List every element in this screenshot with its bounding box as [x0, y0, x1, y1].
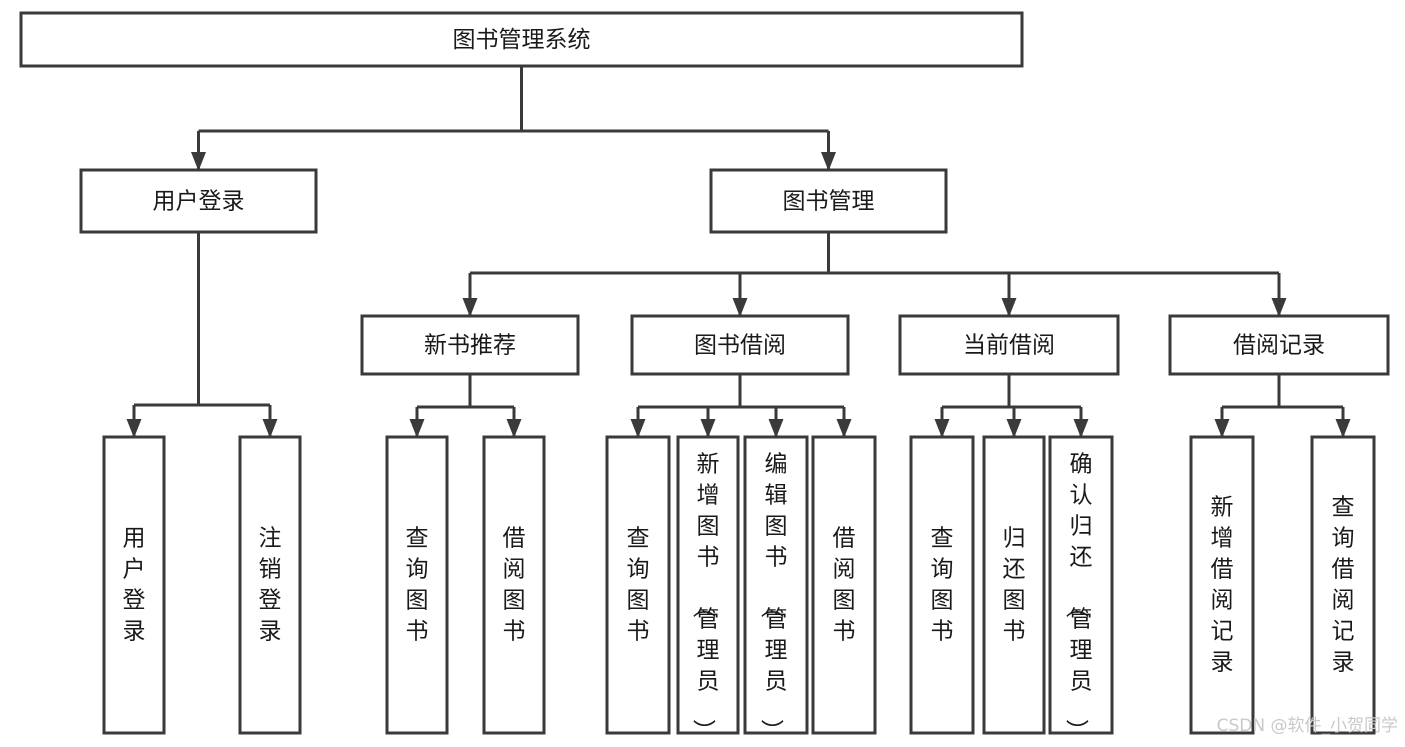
node-label-book-manage: 图书管理: [783, 189, 875, 215]
node-box-leaf-query-book-current[interactable]: [909, 435, 975, 735]
csdn-watermark: CSDN @软件_小贺同学: [1217, 716, 1398, 736]
node-leaf-add-book-admin[interactable]: 新增图书（管理员）: [676, 435, 740, 742]
connector-arrowhead: [1214, 419, 1230, 438]
connector-edge-root-fanout: [191, 66, 836, 171]
connector-edge-new-book-recommend-fanout: [409, 374, 522, 438]
node-label-leaf-add-book-admin: 新增图书（管理员）: [691, 451, 720, 742]
node-box-leaf-edit-book-admin[interactable]: [743, 435, 809, 735]
node-box-leaf-query-book-recommend[interactable]: [385, 435, 449, 735]
node-label-leaf-add-borrow-record: 新增借阅记录: [1211, 494, 1234, 675]
connector-edge-current-borrow-fanout: [934, 374, 1089, 438]
node-box-leaf-user-login[interactable]: [102, 435, 166, 735]
node-label-leaf-user-login: 用户登录: [123, 525, 146, 644]
connector-edge-book-borrow-fanout: [630, 374, 852, 438]
node-box-leaf-confirm-return-admin[interactable]: [1048, 435, 1114, 735]
node-label-new-book-recommend: 新书推荐: [424, 333, 516, 359]
node-label-leaf-query-book-recommend: 查询图书: [406, 525, 429, 644]
connector-arrowhead: [1006, 419, 1022, 438]
node-leaf-borrow-book-recommend[interactable]: 借阅图书: [482, 435, 546, 735]
node-leaf-borrow-book-borrow[interactable]: 借阅图书: [811, 435, 877, 735]
node-label-book-borrow: 图书借阅: [694, 333, 786, 359]
connector-arrowhead: [1335, 419, 1351, 438]
connector-arrowhead: [630, 419, 646, 438]
connector-arrowhead: [1271, 298, 1287, 317]
node-new-book-recommend[interactable]: 新书推荐: [360, 314, 580, 376]
node-book-manage[interactable]: 图书管理: [709, 168, 948, 234]
node-box-book-borrow[interactable]: [630, 314, 850, 376]
connector-edge-book-manage-fanout: [462, 232, 1287, 317]
node-leaf-user-login[interactable]: 用户登录: [102, 435, 166, 735]
node-box-current-borrow[interactable]: [898, 314, 1120, 376]
node-label-leaf-query-book-current: 查询图书: [931, 525, 954, 644]
node-box-leaf-borrow-book-recommend[interactable]: [482, 435, 546, 735]
connector-layer: [126, 66, 1351, 438]
node-borrow-record[interactable]: 借阅记录: [1168, 314, 1390, 376]
node-leaf-add-borrow-record[interactable]: 新增借阅记录: [1189, 435, 1255, 735]
node-current-borrow[interactable]: 当前借阅: [898, 314, 1120, 376]
node-box-leaf-query-book-borrow[interactable]: [605, 435, 671, 735]
node-user-login[interactable]: 用户登录: [79, 168, 318, 234]
connector-arrowhead: [409, 419, 425, 438]
connector-arrowhead: [126, 419, 142, 438]
node-label-leaf-return-book: 归还图书: [1003, 525, 1026, 644]
node-box-leaf-add-book-admin[interactable]: [676, 435, 740, 735]
node-label-current-borrow: 当前借阅: [963, 333, 1055, 359]
node-root[interactable]: 图书管理系统: [19, 11, 1024, 68]
node-book-borrow[interactable]: 图书借阅: [630, 314, 850, 376]
node-leaf-return-book[interactable]: 归还图书: [982, 435, 1046, 735]
node-label-leaf-borrow-book-recommend: 借阅图书: [503, 525, 526, 644]
node-box-leaf-query-borrow-record[interactable]: [1310, 435, 1376, 735]
node-label-leaf-borrow-book-borrow: 借阅图书: [833, 525, 856, 644]
node-leaf-query-book-current[interactable]: 查询图书: [909, 435, 975, 735]
node-layer: 图书管理系统用户登录图书管理新书推荐图书借阅当前借阅借阅记录用户登录注销登录查询…: [19, 11, 1390, 742]
connector-arrowhead: [768, 419, 784, 438]
node-box-new-book-recommend[interactable]: [360, 314, 580, 376]
node-leaf-query-book-recommend[interactable]: 查询图书: [385, 435, 449, 735]
connector-arrowhead: [191, 152, 206, 171]
connector-arrowhead: [821, 152, 836, 171]
node-label-leaf-query-borrow-record: 查询借阅记录: [1332, 494, 1355, 675]
node-label-leaf-confirm-return-admin: 确认归还（管理员）: [1064, 451, 1093, 742]
connector-arrowhead: [700, 419, 716, 438]
connector-edge-borrow-record-fanout: [1214, 374, 1351, 438]
node-leaf-user-logout[interactable]: 注销登录: [238, 435, 302, 735]
connector-arrowhead: [732, 298, 748, 317]
node-box-leaf-add-borrow-record[interactable]: [1189, 435, 1255, 735]
connector-arrowhead: [262, 419, 278, 438]
node-label-borrow-record: 借阅记录: [1233, 333, 1325, 359]
node-box-root[interactable]: [19, 11, 1024, 68]
node-box-book-manage[interactable]: [709, 168, 948, 234]
node-box-leaf-return-book[interactable]: [982, 435, 1046, 735]
node-leaf-query-borrow-record[interactable]: 查询借阅记录: [1310, 435, 1376, 735]
node-label-leaf-user-logout: 注销登录: [259, 525, 282, 644]
node-box-borrow-record[interactable]: [1168, 314, 1390, 376]
node-label-root: 图书管理系统: [453, 27, 591, 53]
node-leaf-query-book-borrow[interactable]: 查询图书: [605, 435, 671, 735]
node-leaf-confirm-return-admin[interactable]: 确认归还（管理员）: [1048, 435, 1114, 742]
node-label-leaf-query-book-borrow: 查询图书: [627, 525, 650, 644]
connector-arrowhead: [462, 298, 478, 317]
connector-arrowhead: [506, 419, 522, 438]
node-box-leaf-user-logout[interactable]: [238, 435, 302, 735]
node-label-user-login: 用户登录: [153, 189, 245, 215]
node-box-leaf-borrow-book-borrow[interactable]: [811, 435, 877, 735]
node-leaf-edit-book-admin[interactable]: 编辑图书（管理员）: [743, 435, 809, 742]
connector-arrowhead: [934, 419, 950, 438]
connector-arrowhead: [1001, 298, 1017, 317]
node-label-leaf-edit-book-admin: 编辑图书（管理员）: [759, 451, 788, 742]
node-box-user-login[interactable]: [79, 168, 318, 234]
connector-edge-user-login-fanout: [126, 232, 278, 438]
connector-arrowhead: [1073, 419, 1089, 438]
connector-arrowhead: [836, 419, 852, 438]
